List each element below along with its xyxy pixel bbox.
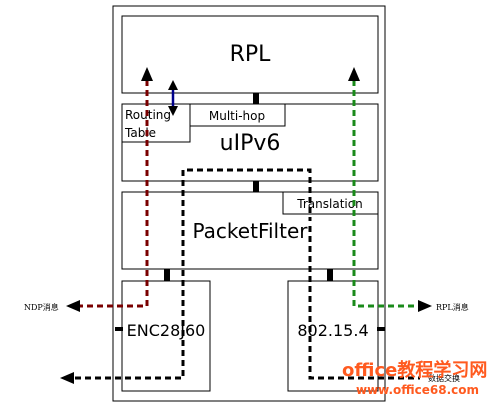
- outer-frame: [112, 5, 386, 402]
- rpl-label: RPL: [230, 42, 272, 67]
- enc28j60-box: [121, 280, 211, 392]
- rpl-arrowhead-up: [348, 67, 360, 81]
- rpl-arrowhead-right: [418, 300, 432, 312]
- watermark-url: www.office68.com: [356, 383, 479, 397]
- rpl-box: [121, 15, 379, 94]
- translation-box: [282, 191, 379, 215]
- connector-uipv6-packetfilter: [253, 181, 259, 192]
- ndp-arrowhead-left: [66, 300, 80, 312]
- ndp-message-path: [80, 80, 149, 308]
- ieee802154-box: [287, 280, 379, 392]
- data-exchange-path-right: [308, 226, 420, 380]
- ndp-arrowhead-up: [141, 67, 153, 81]
- enc28j60-label: ENC28J60: [127, 321, 206, 340]
- connector-packetfilter-802154: [327, 269, 333, 281]
- connector-rpl-uipv6: [253, 93, 259, 104]
- ndp-message-label: NDP消息: [24, 302, 59, 312]
- ieee-side-tab: [377, 327, 385, 331]
- ieee802154-label: 802.15.4: [297, 321, 368, 340]
- packetfilter-label: PacketFilter: [193, 219, 309, 243]
- rpl-message-label: RPL消息: [436, 302, 469, 312]
- multihop-label: Multi-hop: [209, 109, 265, 123]
- connector-packetfilter-enc: [164, 269, 170, 281]
- watermark-title: office教程学习网: [342, 359, 487, 381]
- enc-side-tab: [115, 327, 123, 331]
- rpl-message-path: [352, 80, 420, 308]
- data-arrowhead-left: [60, 372, 74, 384]
- data-exchange-path-left: [75, 168, 312, 380]
- routing-table-label-2: Table: [124, 126, 156, 140]
- data-exchange-label: 数据交换: [428, 373, 460, 383]
- multihop-box: [189, 103, 286, 127]
- uipv6-label: uIPv6: [220, 131, 281, 156]
- translation-label: Translation: [296, 197, 362, 211]
